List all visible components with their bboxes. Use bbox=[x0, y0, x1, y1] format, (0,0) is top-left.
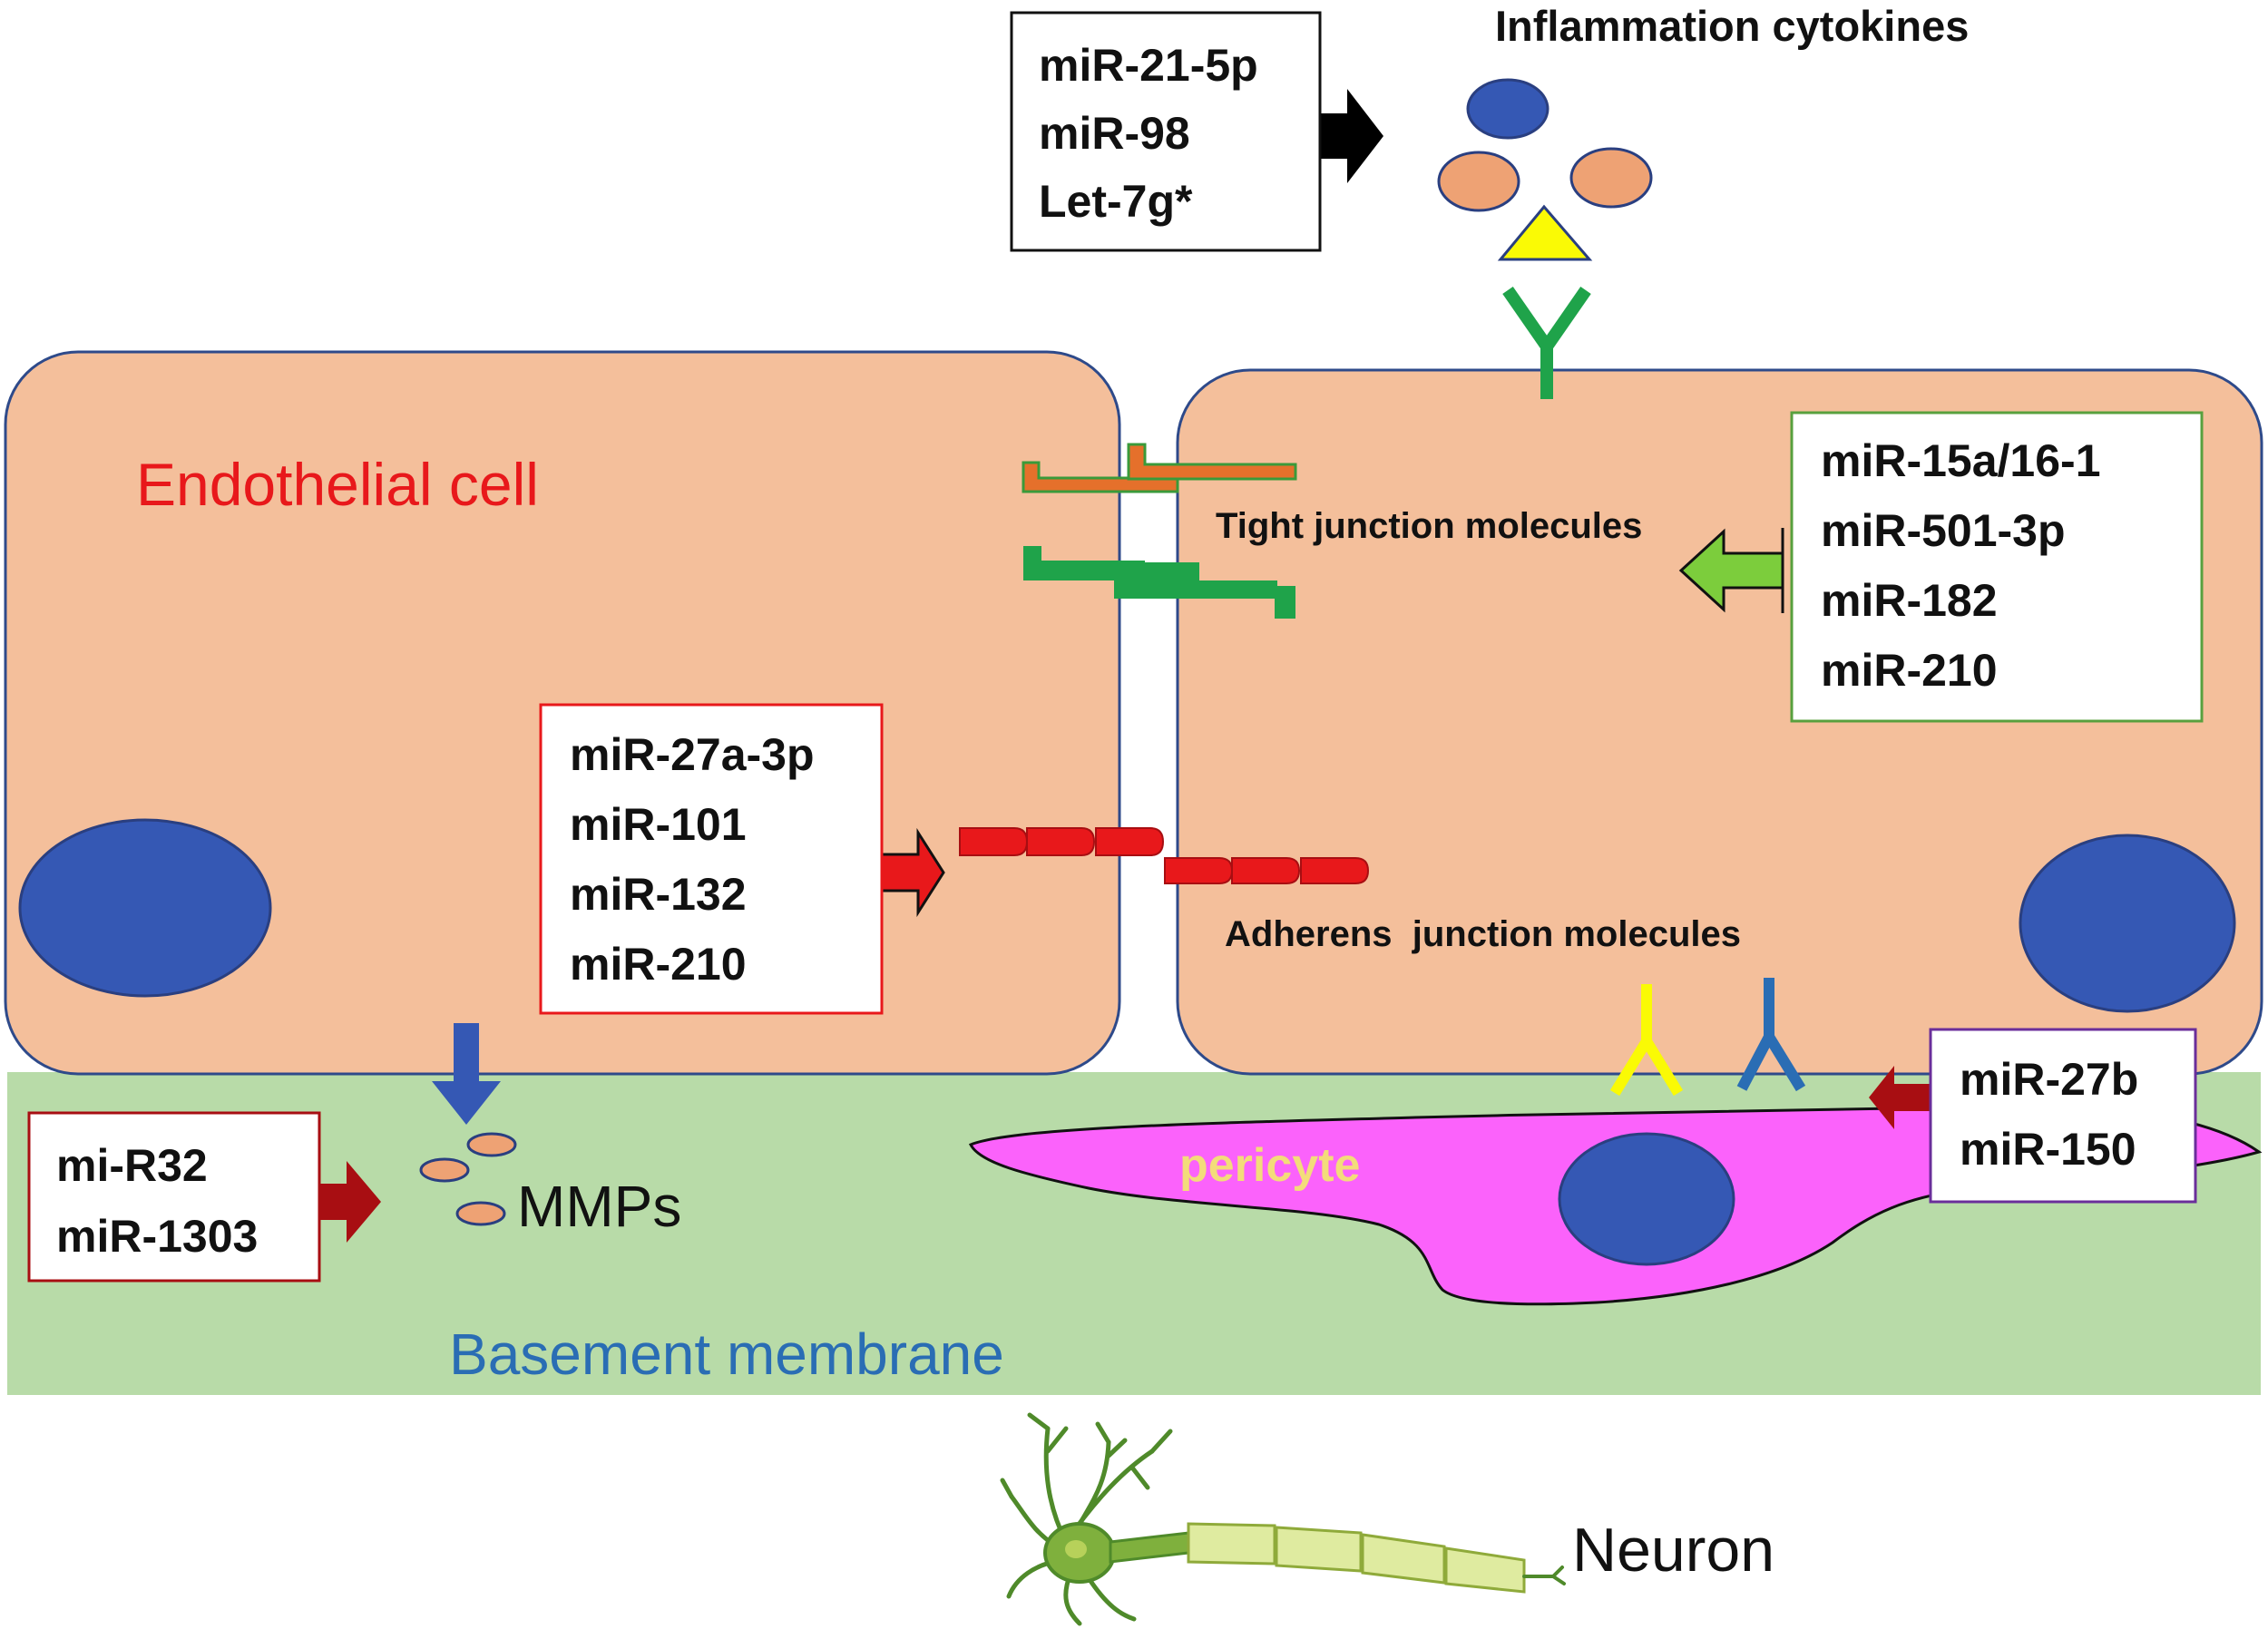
cytokine-particles bbox=[1437, 78, 1653, 261]
arrow-cytokine bbox=[1320, 89, 1383, 183]
cytokine-yellow-triangle bbox=[1497, 204, 1593, 261]
cytokine-orange-right bbox=[1569, 147, 1653, 209]
mirna-tight-junction-item: miR-182 bbox=[1821, 575, 1998, 626]
label-mmps: MMPs bbox=[517, 1174, 681, 1239]
mirna-adherens-item: miR-27a-3p bbox=[570, 729, 815, 780]
pericyte-nucleus bbox=[1558, 1132, 1735, 1266]
pericyte-receptor-blue bbox=[1736, 978, 1806, 1092]
adherens-junction-molecules bbox=[959, 827, 1370, 884]
mirna-tight-junction-item: miR-15a/16-1 bbox=[1821, 435, 2101, 486]
mirna-cytokine-item: Let-7g* bbox=[1039, 176, 1193, 227]
neuron-illustration bbox=[1000, 1412, 1566, 1626]
label-inflammation-cytokines: Inflammation cytokines bbox=[1495, 2, 1969, 50]
arrow-down-mmp bbox=[432, 1023, 501, 1125]
label-basement-membrane: Basement membrane bbox=[449, 1322, 1004, 1387]
mmp-particles bbox=[419, 1132, 517, 1226]
arrow-tight-junction bbox=[1678, 528, 1784, 613]
mirna-adherens-item: miR-101 bbox=[570, 799, 747, 850]
mirna-box-mmp bbox=[27, 1111, 321, 1283]
label-adherens-junction: Adherens junction molecules bbox=[1225, 914, 1741, 954]
arrow-adherens bbox=[878, 827, 945, 918]
mirna-adherens-item: miR-132 bbox=[570, 869, 747, 920]
cytokine-orange-left bbox=[1437, 151, 1520, 212]
mirna-tight-junction-item: miR-210 bbox=[1821, 645, 1998, 696]
label-pericyte: pericyte bbox=[1179, 1139, 1360, 1192]
mirna-mmp-item: miR-1303 bbox=[56, 1211, 258, 1262]
tight-junction-green-molecules bbox=[1023, 546, 1295, 619]
pericyte-receptor-yellow bbox=[1609, 984, 1684, 1097]
mirna-pericyte-item: miR-27b bbox=[1960, 1054, 2138, 1105]
mirna-box-pericyte bbox=[1929, 1028, 2197, 1204]
nucleus-right bbox=[2019, 834, 2236, 1013]
mirna-box-tight-junction bbox=[1790, 411, 2204, 723]
mirna-pericyte-item: miR-150 bbox=[1960, 1124, 2136, 1175]
nucleus-left bbox=[18, 818, 272, 998]
label-neuron: Neuron bbox=[1572, 1516, 1774, 1585]
tight-junction-orange-molecules bbox=[1022, 443, 1297, 493]
arrow-pericyte bbox=[1869, 1041, 1931, 1150]
mmp-particle bbox=[455, 1201, 506, 1226]
label-endothelial-cell: Endothelial cell bbox=[136, 451, 539, 518]
mirna-cytokine-item: miR-21-5p bbox=[1039, 40, 1258, 91]
neuron-nucleus bbox=[1065, 1540, 1087, 1558]
label-tight-junction: Tight junction molecules bbox=[1216, 506, 1642, 546]
mirna-box-cytokine bbox=[1010, 11, 1322, 252]
mirna-tight-junction-item: miR-501-3p bbox=[1821, 505, 2066, 556]
mmp-particle bbox=[419, 1157, 470, 1183]
arrow-mmp bbox=[319, 1161, 381, 1243]
mirna-cytokine-item: miR-98 bbox=[1039, 108, 1190, 159]
mirna-mmp-item: mi-R32 bbox=[56, 1140, 208, 1191]
cytokine-receptor bbox=[1502, 287, 1591, 399]
mirna-adherens-item: miR-210 bbox=[570, 939, 747, 990]
mmp-particle bbox=[466, 1132, 517, 1157]
cytokine-blue bbox=[1466, 78, 1549, 140]
mirna-box-adherens bbox=[539, 703, 884, 1015]
